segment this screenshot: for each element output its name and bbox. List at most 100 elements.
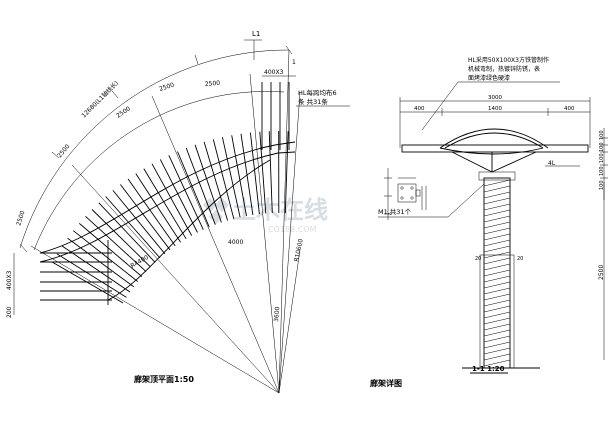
detail-m1-leader (447, 183, 485, 218)
column-hatch-line (483, 311, 511, 319)
column-hatch-line (483, 233, 511, 241)
plan-radial-beam (127, 178, 176, 247)
plan-radial-beam (61, 245, 131, 293)
plan-radial-beam (73, 230, 138, 282)
detail-top-dims (399, 97, 591, 148)
plan-radial-beams (51, 130, 289, 304)
column-hatch-line (483, 317, 511, 325)
plan-radial-beam (268, 131, 273, 214)
column-hatch-line (483, 185, 511, 193)
detail-dim-left: 400 (414, 106, 425, 112)
column-hatch-line (483, 227, 511, 235)
plan-radial-beam (105, 196, 161, 259)
column-hatch-line (483, 275, 511, 283)
detail-right-dims (600, 128, 608, 360)
detail-dim-total: 3000 (488, 95, 502, 101)
column-hatch-line (483, 293, 511, 301)
plan-dim-seg-4: 2500 (158, 81, 175, 92)
plan-radius-outer: R10600 (293, 238, 305, 262)
plan-radial-beam (284, 131, 289, 214)
detail-title: 廊架详图 (370, 378, 402, 388)
plan-dim-seg-5: 2500 (205, 80, 221, 88)
detail-dim-mid: 1400 (488, 106, 502, 112)
watermark-brand: 土木在线 (232, 196, 328, 224)
column-hatch-line (483, 203, 511, 211)
plan-dim-arc-outer (19, 49, 290, 249)
column-hatch-line (483, 221, 511, 229)
plan-radial-beam (249, 132, 260, 215)
detail-section-title: 1-1 1:20 (472, 365, 505, 373)
detail-right-dim-4: 100 (599, 166, 605, 176)
column-hatch-line (483, 209, 511, 217)
column-hatch-line (483, 281, 511, 289)
plan-dim-vertical: 3600 (273, 306, 281, 322)
plan-radial-beam (56, 253, 127, 298)
column-hatch-line (483, 179, 511, 187)
plan-dim-left-end: 400X3 (6, 270, 13, 290)
detail-bottom-dim-1: 20 (475, 256, 481, 262)
detail-label-m1: M1,共31个 (378, 207, 412, 216)
plan-axis-label: L1 (252, 30, 260, 38)
detail-note-3: 面烤漆绿色硬漆 (468, 74, 510, 82)
plan-radial-beam (98, 202, 156, 263)
plan-radial-beam (151, 163, 193, 236)
plan-radial-beam (177, 151, 210, 228)
detail-plate-detail (384, 168, 427, 220)
detail-note-2: 机械弯制，热镀锌防锈，表 (468, 65, 540, 73)
plan-radial-beam (212, 139, 235, 219)
plan-radial-beam (91, 209, 151, 268)
watermark-url: CO188.COM (268, 225, 317, 234)
column-hatch-line (483, 329, 511, 337)
detail-view: 3000 400 1400 400 HL采用50X100X3方铁管制作 机械弯制… (370, 56, 608, 388)
plan-title: 廊架顶平面1:50 (134, 374, 194, 384)
column-hatch-line (483, 323, 511, 331)
column-hatch-line (483, 269, 511, 277)
detail-label-4l: 4L (548, 160, 556, 167)
column-hatch-line (483, 239, 511, 247)
plan-radial-beam (185, 147, 216, 225)
plan-dim-left-small: 200 (6, 306, 13, 318)
column-hatch-line (483, 359, 511, 367)
detail-right-dim-5: 100 (599, 180, 605, 190)
column-hatch-line (483, 245, 511, 253)
plan-radial-beam (159, 159, 198, 233)
plan-radial-beam (194, 144, 222, 223)
detail-dim-right: 400 (564, 106, 575, 112)
detail-right-dim-3: 100 (599, 153, 605, 163)
plan-radial-beam (221, 137, 241, 218)
plan-dim-arc-total: 12680(L1轴线长) (80, 79, 120, 119)
plan-radial-beam (67, 237, 134, 288)
column-hatch-line (483, 197, 511, 205)
detail-dim-height: 2500 (598, 265, 605, 280)
detail-bottom-dim-2: 20 (517, 256, 523, 262)
plan-dim-arc-inner (33, 91, 285, 251)
column-hatch-line (483, 341, 511, 349)
plan-beam-note-1: HL每跨均布6 (298, 88, 337, 97)
column-hatch-line (483, 353, 511, 361)
plan-radial-beam (135, 173, 181, 243)
plan-radial-beam (79, 223, 143, 277)
plan-radial-beam (112, 190, 166, 255)
detail-right-dim-1: 100 (599, 130, 605, 140)
plan-dim-ticks (19, 45, 293, 253)
plan-dim-top-small: 1 (292, 59, 296, 66)
detail-beam (401, 128, 589, 173)
detail-column-cap (478, 171, 516, 181)
column-hatch-line (483, 347, 511, 355)
column-hatch-line (483, 263, 511, 271)
plan-radial-beam (240, 133, 254, 215)
plan-dim-top-end: 400X3 (264, 69, 284, 76)
plan-dim-horizontal: 4000 (228, 239, 243, 246)
plan-radial-beam (51, 261, 124, 304)
plan-dim-seg-1: 2500 (15, 210, 26, 227)
detail-right-dim-2: 100 (599, 142, 605, 152)
column-hatch-line (483, 191, 511, 199)
column-hatch-line (483, 305, 511, 313)
plan-radial-beam (168, 155, 204, 230)
detail-column-hatch (483, 179, 511, 367)
column-hatch-line (483, 287, 511, 295)
plan-radial-beam (259, 131, 267, 214)
plan-dim-seg-2: 2500 (56, 143, 71, 159)
column-hatch-line (483, 299, 511, 307)
